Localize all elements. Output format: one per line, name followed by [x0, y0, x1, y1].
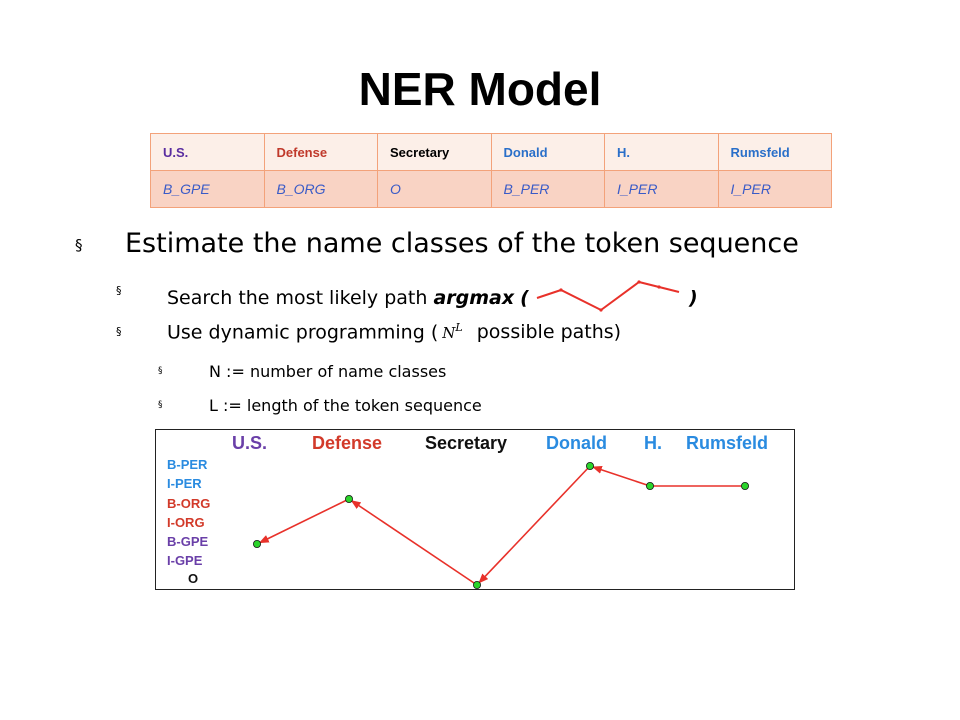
tag-cell: I_PER: [604, 170, 719, 208]
slide-title: NER Model: [358, 63, 602, 115]
tag-table: U.S. Defense Secretary Donald H. Rumsfel…: [150, 133, 832, 208]
path-node: [253, 540, 262, 549]
bullet-marker-icon: §: [158, 366, 163, 376]
diagram-token-label: Secretary: [425, 433, 508, 453]
tag-cell: B_PER: [490, 170, 605, 208]
token-cell: Donald: [490, 133, 605, 171]
bullet-marker-icon: §: [116, 284, 122, 297]
token-cell: H.: [604, 133, 719, 171]
diagram-class-label: I-GPE: [167, 553, 203, 568]
path-svg: [253, 462, 750, 589]
tag-cell: B_ORG: [263, 170, 378, 208]
path-arrow: [350, 500, 478, 586]
paren-close: ): [688, 287, 698, 309]
diagram-token-label: Defense: [312, 433, 383, 453]
diagram-class-label: B-ORG: [167, 496, 211, 511]
diagram-class-label: B-GPE: [167, 534, 209, 549]
path-node: [344, 495, 353, 504]
bullet-level1: Estimate the name classes of the token s…: [125, 228, 799, 259]
viterbi-path-diagram: U.S. Defense Secretary Donald H. Rumsfel…: [155, 429, 795, 590]
token-cell: Rumsfeld: [717, 133, 832, 171]
tag-cell: I_PER: [717, 170, 832, 208]
token-cell: Defense: [263, 133, 378, 171]
tag-cell: O: [377, 170, 492, 208]
path-node: [585, 462, 594, 471]
bullet-level3-l: L := length of the token sequence: [209, 396, 482, 415]
path-arrow: [258, 498, 350, 544]
diagram-token-label: Donald: [546, 433, 607, 453]
bullet-text: Search the most likely path: [167, 287, 428, 309]
math-base: N: [442, 324, 456, 343]
path-node: [741, 482, 750, 491]
diagram-token-label: H.: [644, 433, 662, 453]
bullet-level3-n: N := number of name classes: [209, 362, 447, 381]
bullet-text: Use dynamic programming (: [167, 321, 439, 344]
diagram-token-label: Rumsfeld: [686, 433, 769, 453]
diagram-class-label: B-PER: [167, 457, 208, 472]
diagram-class-label: I-ORG: [167, 515, 205, 530]
token-cell: U.S.: [150, 133, 265, 171]
diagram-token-label: U.S.: [232, 433, 268, 453]
path-node: [645, 482, 654, 491]
bullet-search-path: Search the most likely path argmax ( ): [167, 280, 698, 314]
bullet-marker-icon: §: [116, 325, 122, 338]
diagram-class-label: I-PER: [167, 476, 202, 491]
path-arrow: [478, 465, 591, 584]
bullet-marker-icon: §: [158, 400, 163, 410]
bullet-text: possible paths): [476, 321, 622, 344]
bullet-marker-icon: §: [75, 236, 83, 254]
argmax-label: argmax: [433, 287, 515, 309]
math-exponent: L: [455, 321, 463, 334]
diagram-class-label: O: [188, 571, 199, 586]
paren-open: (: [520, 287, 529, 309]
path-node: [472, 580, 481, 589]
tag-table-token-row: U.S. Defense Secretary Donald H. Rumsfel…: [150, 133, 832, 171]
bullet-dynamic-programming: Use dynamic programming (NL possible pat…: [167, 321, 621, 343]
path-sketch-icon: [536, 280, 680, 312]
tag-table-tag-row: B_GPE B_ORG O B_PER I_PER I_PER: [150, 170, 832, 208]
tag-cell: B_GPE: [150, 170, 265, 208]
path-arrow: [591, 466, 651, 487]
token-cell: Secretary: [377, 133, 492, 171]
